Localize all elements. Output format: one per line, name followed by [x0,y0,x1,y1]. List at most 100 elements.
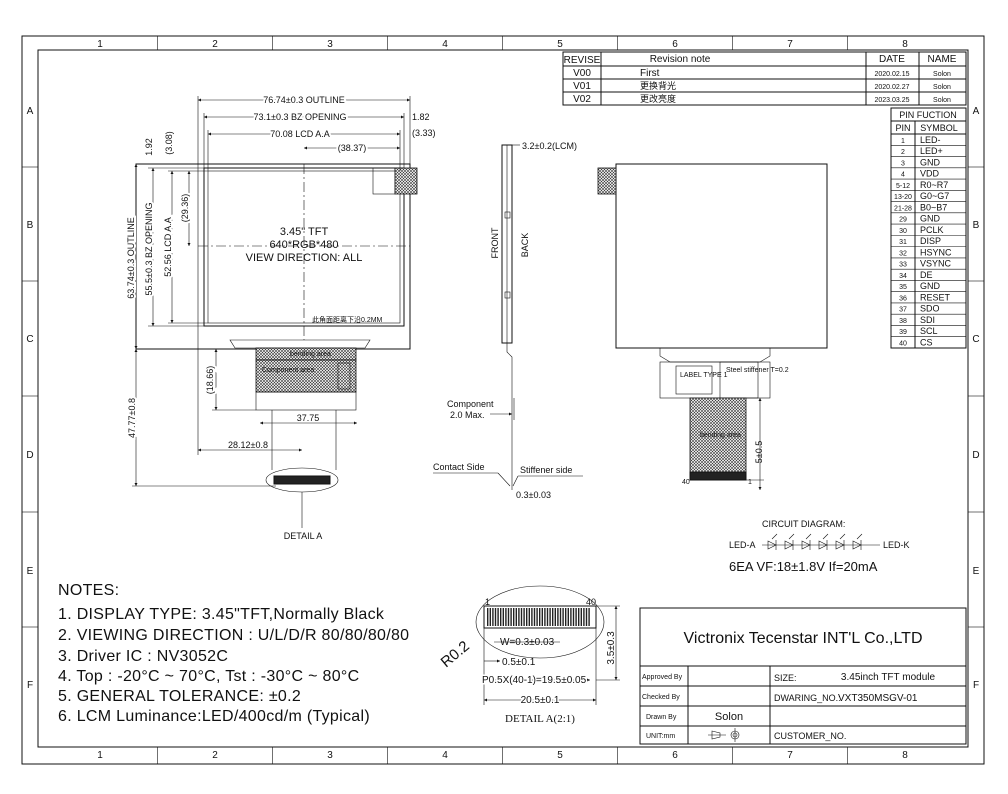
note-2: 2. VIEWING DIRECTION : U/L/D/R 80/80/80/… [58,627,410,644]
circuit-diagram: CIRCUIT DIAGRAM: LED-A LED-K 6EA VF:18±1… [729,519,910,574]
pin-number: 31 [899,239,907,246]
front-component-area [255,359,357,393]
side-fpc-thk: 0.3±0.03 [516,490,551,500]
dim-192: 1.92 [144,138,154,156]
pin-number: 35 [899,284,907,291]
dim-aa-h: 52.56 LCD A.A [163,217,173,277]
rev-r1-ver: V01 [573,81,591,92]
detail-h: 3.5±0.3 [606,631,617,665]
pin-symbol: RESET [920,292,951,302]
detail-pin40: 40 [586,597,596,607]
pin-number: 40 [899,341,907,348]
gold-finger [533,608,536,626]
dim-outline-h: 63.74±0.3 OUTLINE [126,217,136,298]
gold-finger [515,608,517,626]
grid-col-bottom: 8 [902,750,908,761]
dim-2812: 28.12±0.8 [228,440,268,450]
front-line-3: VIEW DIRECTION: ALL [246,252,363,264]
grid-row-left: C [26,334,33,345]
dim-308: (3.08) [164,131,174,155]
dim-3775: 37.75 [297,413,320,423]
detail-width: 20.5±0.1 [521,695,560,706]
grid-col-top: 1 [97,39,103,50]
back-pin1: 1 [748,479,752,486]
projection-symbol-icon [708,728,740,742]
gold-finger [544,608,546,626]
dim-bz-h: 55.5±0.3 BZ OPENING [144,203,154,296]
pin-h-symbol: SYMBOL [920,123,958,133]
gold-finger [567,608,569,626]
grid-row-right: A [973,106,980,117]
grid-row-right: C [972,334,979,345]
pin-symbol: GND [920,281,941,291]
gold-finger [536,608,538,626]
led-diode-icon [852,540,862,550]
pin-symbol: GND [920,214,941,224]
gold-finger [513,608,515,626]
back-connector-hatch [597,167,617,195]
front-view: 3.45" TFT 640*RGB*480 VIEW DIRECTION: AL… [124,93,436,541]
side-comp-max: 2.0 Max. [450,410,485,420]
detail-r: R0.2 [438,638,473,671]
gold-finger [588,608,590,626]
circuit-spec: 6EA VF:18±1.8V If=20mA [729,559,878,574]
pin-symbol: LED- [920,135,941,145]
gold-finger [559,608,562,626]
grid-row-left: B [27,220,34,231]
rev-r1-date: 2020.02.27 [874,84,909,91]
note-3: 3. Driver IC : NV3052C [58,648,229,665]
led-diode-icon [801,540,811,550]
back-outline [615,163,828,349]
pin-number: 29 [899,217,907,224]
inner-border [37,49,969,748]
pin-symbol: G0~G7 [920,191,949,201]
led-diode-icon [784,540,794,550]
rev-r0-ver: V00 [573,68,591,79]
pin-number: 34 [899,273,907,280]
grid-row-left: D [26,450,33,461]
gold-finger [500,608,502,626]
unit: UNIT:mm [646,733,675,740]
gold-finger [531,608,533,626]
pin-symbol: LED+ [920,146,943,156]
led-diode-icon [818,540,828,550]
back-label: LABEL TYPE 1 [680,372,728,379]
rev-r0-note: First [640,68,660,79]
pin-number: 32 [899,250,907,257]
grid-col-top: 2 [212,39,218,50]
pin-number: 30 [899,228,907,235]
gold-finger [541,608,543,626]
outer-border [21,35,985,765]
rev-r2-date: 2023.03.25 [874,97,909,104]
detail-a-ref: DETAIL A [284,531,323,541]
gold-finger [487,608,489,626]
note-4: 4. Top : -20°C ~ 70°C, Tst : -30°C ~ 80°… [58,668,360,685]
gold-finger [502,608,504,626]
approved-by: Approved By [642,674,683,681]
dim-333: (3.33) [412,128,436,138]
grid-col-bottom: 7 [787,750,793,761]
pin-number: 39 [899,329,907,336]
gold-finger [580,608,582,626]
front-bend-note: 此角面距离下沿0.2MM [312,315,383,324]
gold-finger [585,608,588,626]
dim-3837: (38.37) [338,143,367,153]
pin-table-title: PIN FUCTION [899,110,957,120]
dim-2936: (29.36) [180,194,190,223]
pin-symbol: B0~B7 [920,202,947,212]
pin-symbol: SDI [920,315,935,325]
grid-col-top: 6 [672,39,678,50]
circuit-title: CIRCUIT DIAGRAM: [762,519,845,529]
pin-h-pin: PIN [895,123,910,133]
grid-col-bottom: 2 [212,750,218,761]
dim-4777: 47.77±0.8 [127,398,137,438]
front-bending-label: bending area [290,351,331,358]
pin-symbol: DISP [920,236,941,246]
gold-finger [546,608,549,626]
back-gold-fingers [689,471,747,481]
circuit-led-a: LED-A [729,540,756,550]
drawn-by: Drawn By [646,714,677,721]
